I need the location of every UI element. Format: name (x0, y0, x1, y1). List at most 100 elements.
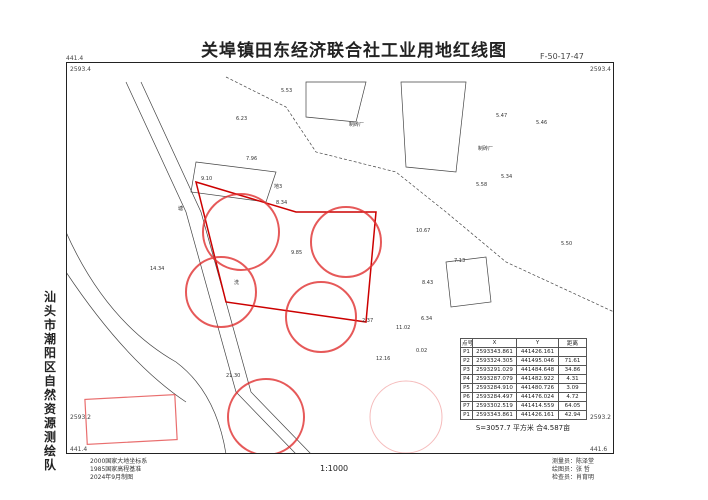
road-edge (125, 81, 297, 454)
table-cell: 441484.648 (516, 365, 559, 375)
stamp-circle (185, 256, 257, 328)
elevation-datum: 1985国家高程基准 (90, 466, 142, 473)
table-cell: 2593302.519 (472, 401, 517, 411)
col-header: X (472, 338, 517, 348)
building (445, 256, 492, 308)
distance-cell: 3.09 (558, 383, 587, 393)
map-label: 5.46 (536, 120, 547, 126)
table-cell: 441482.922 (516, 374, 559, 384)
table-cell: 2593291.029 (472, 365, 517, 375)
table-cell: 441495.046 (516, 356, 559, 366)
table-cell: 2593287.079 (472, 374, 517, 384)
distance-cell: 64.05 (558, 401, 587, 411)
coord-top-left-x: 441.4 (66, 55, 84, 62)
map-frame (66, 62, 614, 454)
coordinate-system: 2000国家大地坐标系 (90, 458, 148, 465)
distance-cell: 4.72 (558, 392, 587, 402)
map-label: 地3 (274, 183, 282, 190)
surveyor-org-vertical: 汕头市潮阳区自然资源测绘队 (44, 290, 57, 472)
table-cell: P3 (460, 365, 473, 375)
map-label: 12.16 (376, 356, 390, 362)
map-label: 7.13 (454, 258, 465, 264)
stamp-circle (227, 378, 305, 454)
map-label: 5.58 (476, 182, 487, 188)
map-label: 9.85 (291, 250, 302, 256)
surveyor: 测量员：陈泽堂 (552, 458, 595, 465)
stamp-circle (285, 281, 357, 353)
area-summary: S=3057.7 平方米 合4.587亩 (475, 424, 571, 432)
col-header: 点号 (460, 338, 473, 348)
contour (66, 231, 227, 454)
checker: 检查员：肖育明 (552, 474, 595, 481)
col-header: 距离 (558, 338, 587, 348)
map-title: 关埠镇田东经济联合社工业用地红线图 (201, 41, 507, 61)
map-label: 21.30 (226, 373, 240, 379)
sheet-code: F-50-17-47 (540, 52, 584, 61)
table-cell: P1 (460, 347, 473, 357)
map-label: 2.37 (362, 318, 373, 324)
table-cell: 441426.161 (516, 347, 559, 357)
coord-bottom-left-y: 2593.2 (70, 414, 91, 421)
stamp-circle (202, 193, 280, 271)
distance-cell: 34.86 (558, 365, 587, 375)
table-cell: 441414.559 (516, 401, 559, 411)
table-cell: P6 (460, 392, 473, 402)
building (190, 161, 277, 203)
distance-cell: 71.61 (558, 356, 587, 366)
stamp-circle (310, 206, 382, 278)
map-label: 6.23 (236, 116, 247, 122)
distance-cell: 42.94 (558, 410, 587, 420)
map-label: 8.34 (276, 200, 287, 206)
footer-left: 2000国家大地坐标系 1985国家高程基准 2024年9月制图 (90, 458, 147, 482)
map-label: 5.53 (281, 88, 292, 94)
distance-cell: 4.31 (558, 374, 587, 384)
coord-top-right-y: 2593.4 (590, 66, 611, 73)
table-cell: 441426.161 (516, 410, 559, 420)
table-cell: P4 (460, 374, 473, 384)
coord-bottom-right-y: 2593.2 (590, 414, 611, 421)
table-cell: 2593284.910 (472, 383, 517, 393)
distance-cell (558, 347, 587, 357)
map-label: 7.96 (246, 156, 257, 162)
map-label: 0.02 (416, 348, 427, 354)
map-label: 洗 (234, 279, 239, 286)
building (305, 81, 367, 123)
map-label: 5.47 (496, 113, 507, 119)
coord-bottom-left-x: 441.4 (70, 446, 88, 453)
coord-bottom-right-x: 441.6 (590, 446, 608, 453)
contour (66, 271, 187, 403)
table-cell: P7 (460, 401, 473, 411)
map-label: 6.34 (421, 316, 432, 322)
map-label: 5.34 (501, 174, 512, 180)
table-cell: 441476.024 (516, 392, 559, 402)
table-cell: 2593343.861 (472, 347, 517, 357)
map-label: 9.10 (201, 176, 212, 182)
table-cell: P5 (460, 383, 473, 393)
path (225, 76, 614, 313)
building (400, 81, 467, 173)
table-cell: P2 (460, 356, 473, 366)
map-label: 制砖厂 (478, 145, 493, 152)
drafter: 绘图员：张 哲 (552, 466, 590, 473)
col-header: Y (516, 338, 559, 348)
map-label: 8.43 (422, 280, 433, 286)
coord-top-left-y: 2593.4 (70, 66, 91, 73)
table-cell: 2593284.497 (472, 392, 517, 402)
stamp-rect (84, 394, 178, 445)
map-label: 10.67 (416, 228, 430, 234)
map-label: 制砖厂 (349, 121, 364, 128)
table-cell: 441480.726 (516, 383, 559, 393)
map-label: 塘 (178, 205, 183, 212)
map-scale: 1:1000 (320, 464, 349, 473)
